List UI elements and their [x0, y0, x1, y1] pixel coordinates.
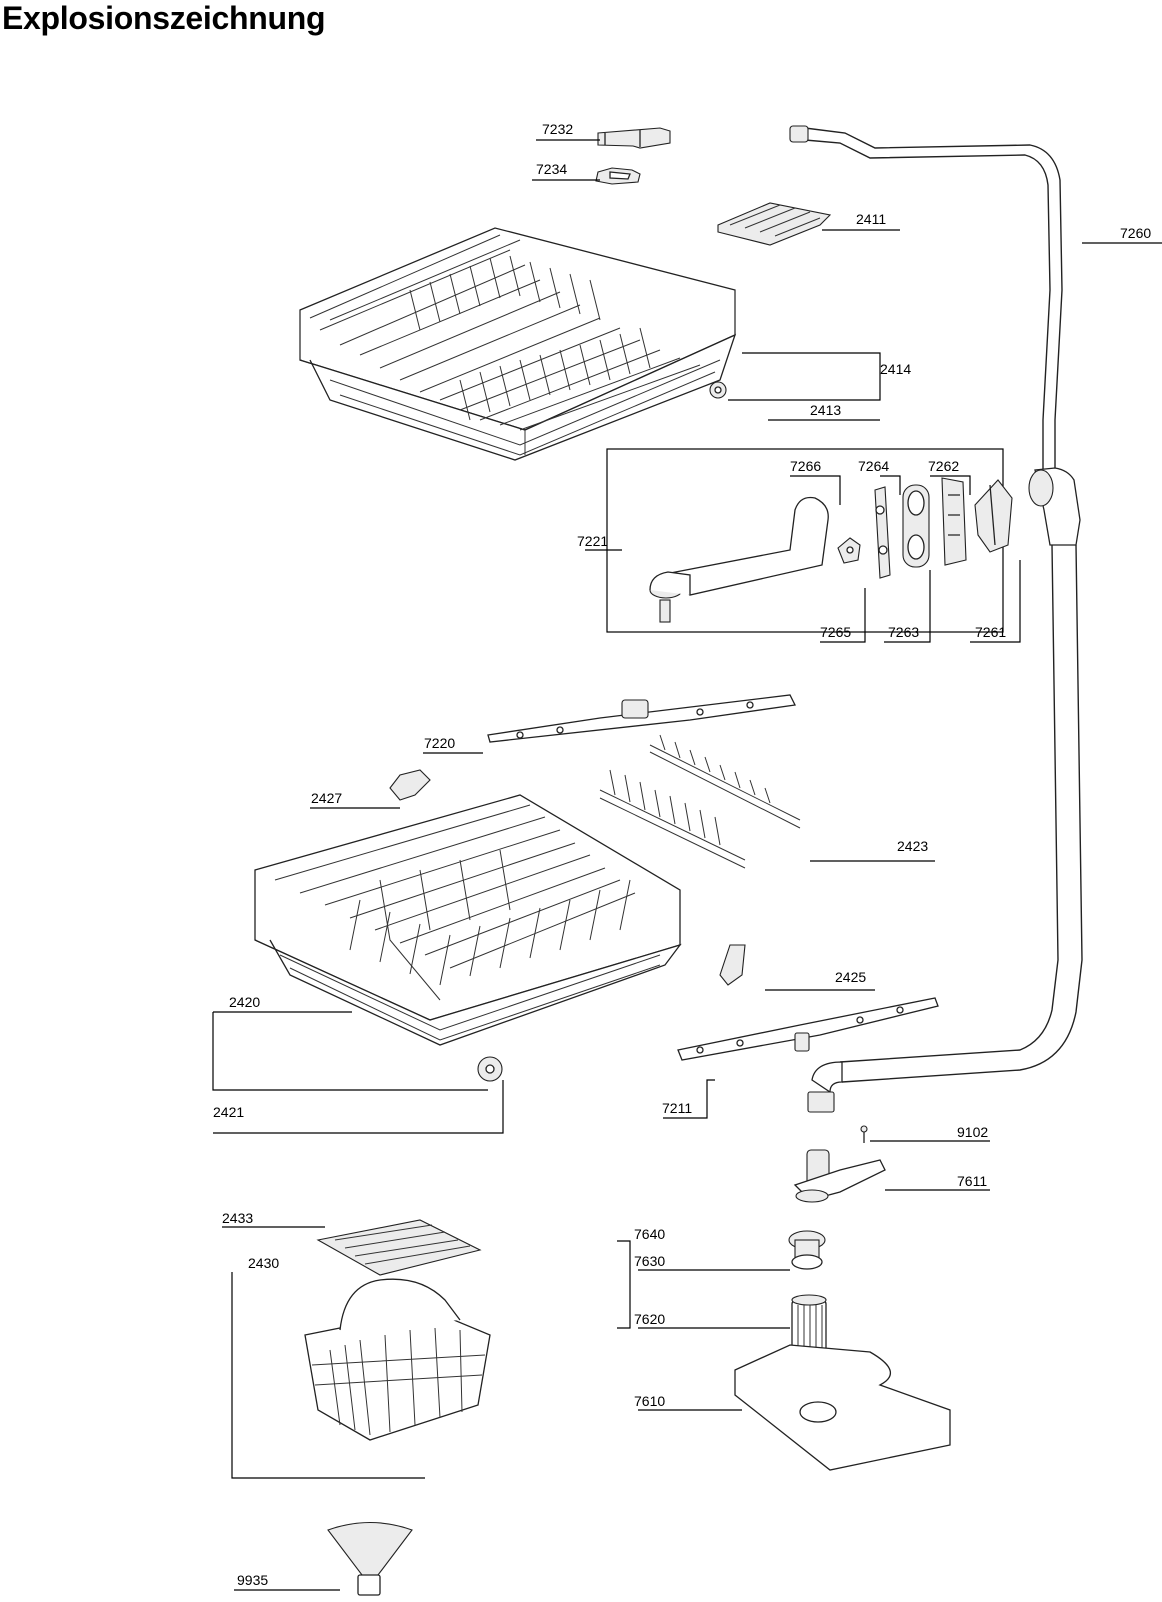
- label-2423: 2423: [897, 838, 928, 854]
- part-7265: [837, 537, 861, 564]
- label-7266: 7266: [790, 458, 821, 474]
- label-2430: 2430: [248, 1255, 279, 1271]
- lower-basket: [254, 794, 682, 1046]
- label-2414: 2414: [880, 361, 911, 377]
- part-7261: [974, 479, 1013, 553]
- label-2433: 2433: [222, 1210, 253, 1226]
- label-2413: 2413: [810, 402, 841, 418]
- wheel-2413: [709, 381, 727, 399]
- label-7211: 7211: [662, 1100, 692, 1116]
- label-2425: 2425: [835, 969, 866, 985]
- clip-2425: [719, 944, 746, 986]
- hose-7260: [789, 125, 1083, 1113]
- label-7261: 7261: [975, 624, 1006, 640]
- spray-arm-7211: [677, 997, 939, 1061]
- label-9935: 9935: [237, 1572, 268, 1588]
- tine-rack-2423: [599, 734, 801, 869]
- label-7260: 7260: [1120, 225, 1151, 241]
- label-7232: 7232: [542, 121, 573, 137]
- label-7220: 7220: [424, 735, 455, 751]
- part-2411: [717, 202, 832, 246]
- screw-9102: [860, 1125, 868, 1143]
- part-7263: [902, 484, 930, 568]
- part-labels: 7232 7234 2411 7260 2414 2413 7266 7264 …: [213, 121, 1151, 1588]
- label-7262: 7262: [928, 458, 959, 474]
- label-2411: 2411: [856, 211, 886, 227]
- part-7232: [597, 127, 671, 149]
- pump-7611: [793, 1149, 886, 1203]
- label-7611: 7611: [957, 1173, 987, 1189]
- filter-plate-7610: [734, 1344, 951, 1471]
- part-7262: [941, 477, 967, 566]
- wheel-2421: [477, 1056, 503, 1082]
- label-7640: 7640: [634, 1226, 665, 1242]
- cutlery-cover-2433: [316, 1219, 482, 1276]
- funnel-9935: [327, 1521, 413, 1596]
- clip-2427: [389, 769, 431, 801]
- cutlery-basket-2430: [304, 1278, 491, 1441]
- label-7620: 7620: [634, 1311, 665, 1327]
- label-7610: 7610: [634, 1393, 665, 1409]
- label-7264: 7264: [858, 458, 889, 474]
- label-7234: 7234: [536, 161, 567, 177]
- label-2421: 2421: [213, 1104, 244, 1120]
- page-title: Explosionszeichnung: [2, 0, 326, 36]
- part-7264: [874, 486, 891, 579]
- label-7263: 7263: [888, 624, 919, 640]
- leader-lines: [212, 139, 1162, 1591]
- label-7265: 7265: [820, 624, 851, 640]
- upper-basket: [299, 227, 737, 461]
- spray-arm-7220: [487, 694, 796, 743]
- filter-top-7630: [788, 1230, 826, 1270]
- label-2420: 2420: [229, 994, 260, 1010]
- label-2427: 2427: [311, 790, 342, 806]
- label-9102: 9102: [957, 1124, 988, 1140]
- label-7630: 7630: [634, 1253, 665, 1269]
- label-7221: 7221: [577, 533, 608, 549]
- arm-7266: [649, 496, 829, 623]
- part-7234: [595, 167, 641, 185]
